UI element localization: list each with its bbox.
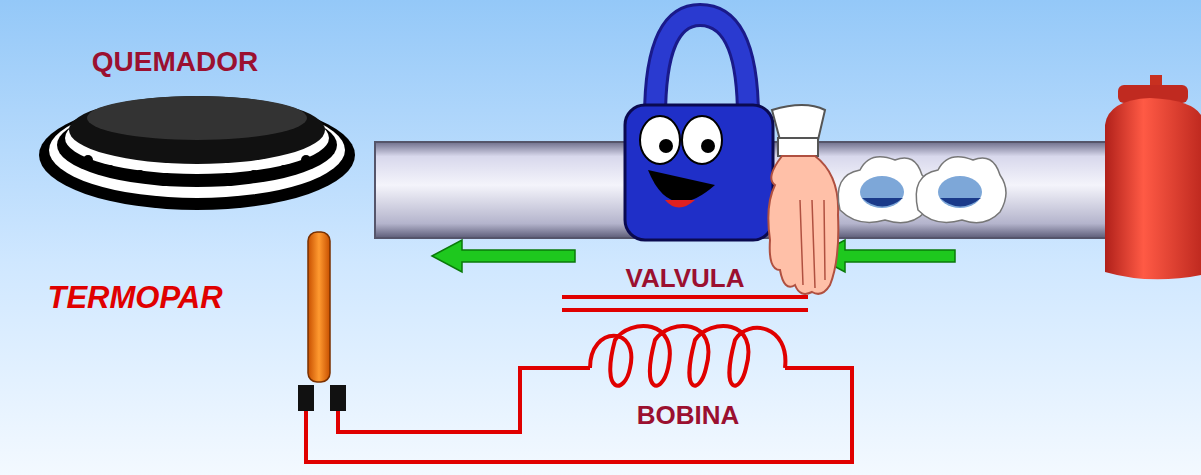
thermocouple <box>298 232 346 411</box>
part-name: VALVULA <box>626 265 745 291</box>
gas-clouds <box>838 157 1006 223</box>
hand <box>768 105 838 294</box>
burner <box>39 96 355 210</box>
part-name: BOBINA <box>637 402 740 428</box>
part-name: QUEMADOR <box>92 48 258 76</box>
part-name: TERMOPAR <box>47 282 222 313</box>
valve <box>625 15 773 240</box>
gas-bottle <box>1105 75 1201 279</box>
wiring <box>306 297 852 462</box>
